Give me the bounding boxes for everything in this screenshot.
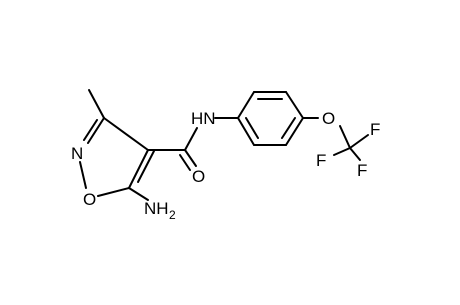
bond-c3-methyl: [88, 89, 105, 119]
atom-label-nh2: NH: [144, 199, 169, 218]
atom-label-f-right: F: [357, 161, 367, 180]
bond-carbonyl-nh: [184, 127, 198, 151]
bond-o-cf3: [339, 125, 351, 149]
atom-label-n-ring: N: [71, 144, 83, 163]
bond-ring-3-4: [285, 91, 304, 119]
bond-c5-c4-double-a: [128, 149, 149, 189]
bond-c5-c4-double-b: [137, 150, 155, 183]
bond-c-f-right: [349, 147, 361, 161]
bond-ring-inner-b: [281, 117, 296, 139]
atom-label-amide-nh: HN: [191, 109, 216, 128]
bond-c5-nh2: [128, 187, 149, 201]
atom-label-nh2-subscript: 2: [169, 208, 176, 222]
atom-label-o-ring: O: [83, 190, 96, 209]
atom-label-f-left: F: [316, 151, 326, 170]
atom-label-f-top: F: [370, 120, 380, 139]
bond-ring-1-2: [237, 91, 255, 119]
atom-label-ether-o: O: [322, 109, 335, 128]
bond-c3-n2-double-b: [83, 119, 98, 141]
bond-carbonyl-o-double-b: [179, 154, 191, 171]
bond-ring-4-5: [285, 117, 304, 146]
bond-c3-n2-double-a: [87, 117, 105, 144]
bond-c-f-top: [349, 134, 369, 149]
bond-o1-c5: [97, 187, 130, 197]
bond-ring-6-1: [237, 117, 255, 146]
bond-ring-inner-c: [245, 117, 259, 139]
bond-n2-o1: [79, 161, 87, 189]
atom-label-carbonyl-o: O: [192, 167, 205, 186]
bond-carbonyl-o-double-a: [184, 149, 197, 167]
bond-c-f-left: [333, 147, 351, 156]
bond-c4-c3: [103, 117, 149, 151]
